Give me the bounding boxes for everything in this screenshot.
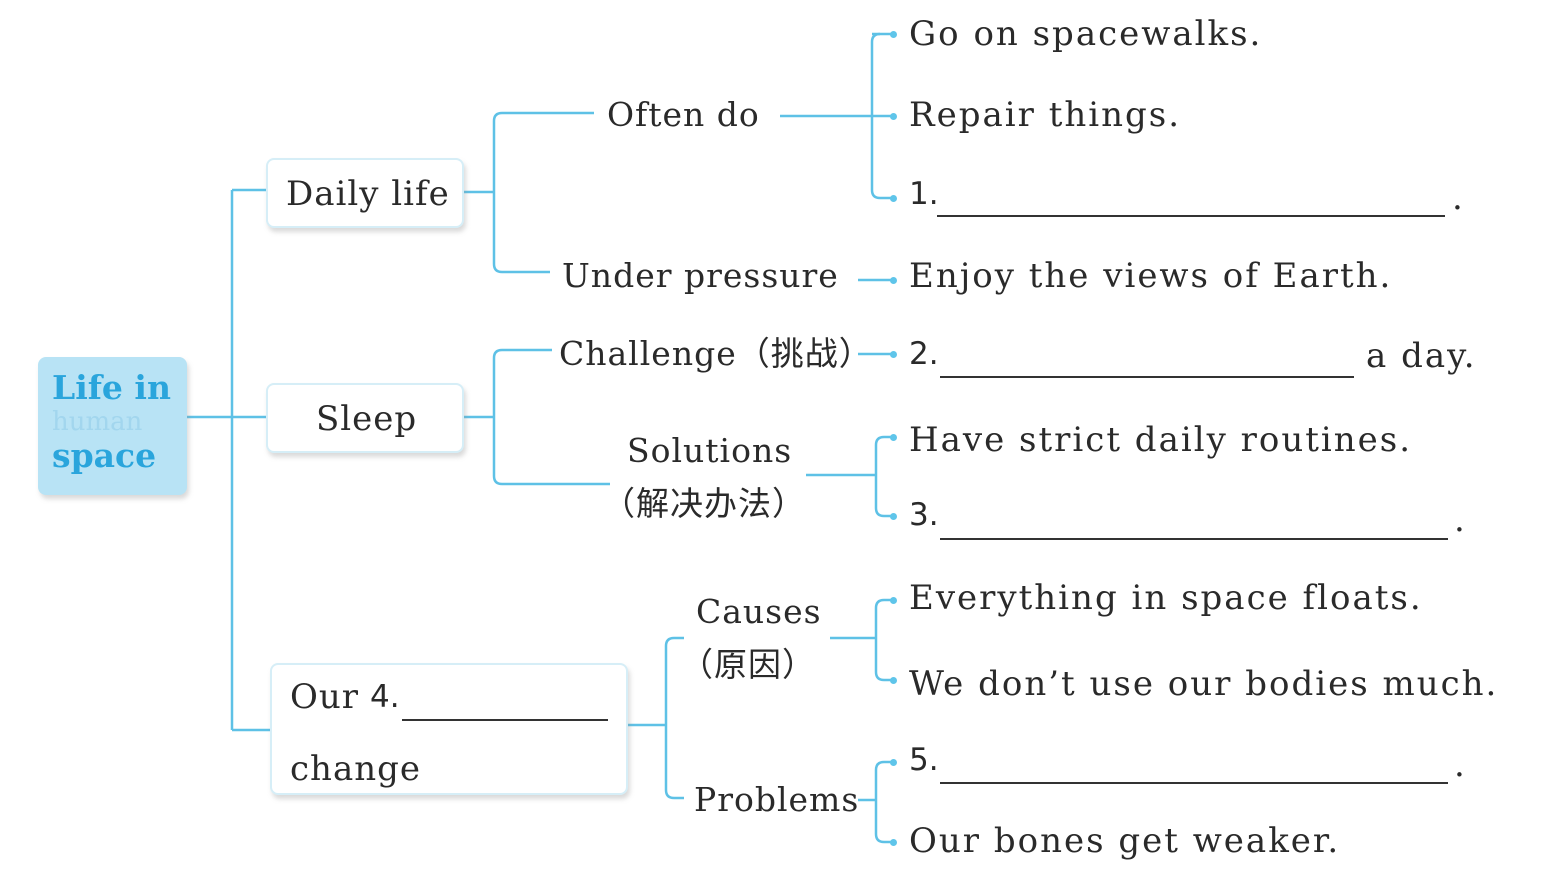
leaf-strict-routines: Have strict daily routines. — [909, 420, 1413, 460]
leaf-blank-2-suffix: a day. — [1366, 336, 1477, 376]
root-title-line1: Life in — [52, 368, 171, 407]
node-daily-life-label: Daily life — [286, 174, 450, 214]
node-body-change-suffix: change — [290, 749, 421, 789]
bullet-dot — [890, 195, 897, 202]
bullet-dot — [890, 277, 897, 284]
label-causes-cn: （原因） — [680, 645, 816, 684]
bullet-dot — [890, 351, 897, 358]
answer-blank-4[interactable] — [402, 719, 608, 721]
bullet-dot — [890, 839, 897, 846]
bullet-dot — [890, 759, 897, 766]
leaf-repair-things: Repair things. — [909, 95, 1182, 135]
answer-blank-2[interactable] — [940, 376, 1354, 378]
leaf-go-on-spacewalks: Go on spacewalks. — [909, 14, 1263, 54]
bullet-dot — [890, 513, 897, 520]
leaf-bones-weaker: Our bones get weaker. — [909, 821, 1341, 861]
bullet-dot — [890, 31, 897, 38]
root-title-line2: space — [52, 436, 157, 475]
label-challenge: Challenge（挑战） — [559, 334, 873, 373]
bullet-dot — [890, 677, 897, 684]
bullet-dot — [890, 597, 897, 604]
leaf-everything-floats: Everything in space floats. — [909, 578, 1423, 618]
leaf-bodies-much: We don’t use our bodies much. — [909, 664, 1499, 704]
leaf-blank-1-period: . — [1452, 178, 1465, 218]
leaf-enjoy-views: Enjoy the views of Earth. — [909, 256, 1393, 296]
leaf-blank-3-num: 3. — [909, 497, 939, 533]
label-causes: Causes — [696, 592, 822, 631]
answer-blank-5[interactable] — [940, 782, 1448, 784]
label-under-pressure: Under pressure — [562, 256, 839, 295]
leaf-blank-3-period: . — [1454, 500, 1467, 540]
node-body-change-prefix: Our — [290, 677, 360, 717]
root-ghost-text: human — [52, 407, 143, 437]
bullet-dot — [890, 113, 897, 120]
leaf-blank-2-num: 2. — [909, 336, 939, 372]
label-solutions-cn: （解决办法） — [602, 484, 806, 523]
node-daily-life: Daily life — [266, 158, 464, 228]
leaf-blank-1-num: 1. — [909, 176, 939, 212]
bullet-dot — [890, 434, 897, 441]
node-sleep: Sleep — [266, 383, 464, 453]
answer-blank-1[interactable] — [937, 215, 1445, 217]
node-body-change-num: 4. — [370, 679, 400, 715]
root-node: Life in human space — [38, 357, 187, 495]
node-sleep-label: Sleep — [316, 399, 418, 439]
leaf-blank-5-period: . — [1454, 745, 1467, 785]
leaf-blank-5-num: 5. — [909, 742, 939, 778]
label-problems: Problems — [694, 780, 860, 819]
node-body-change: Our 4. change — [270, 663, 628, 795]
answer-blank-3[interactable] — [940, 538, 1448, 540]
label-solutions: Solutions — [627, 431, 793, 470]
label-often-do: Often do — [607, 95, 760, 134]
